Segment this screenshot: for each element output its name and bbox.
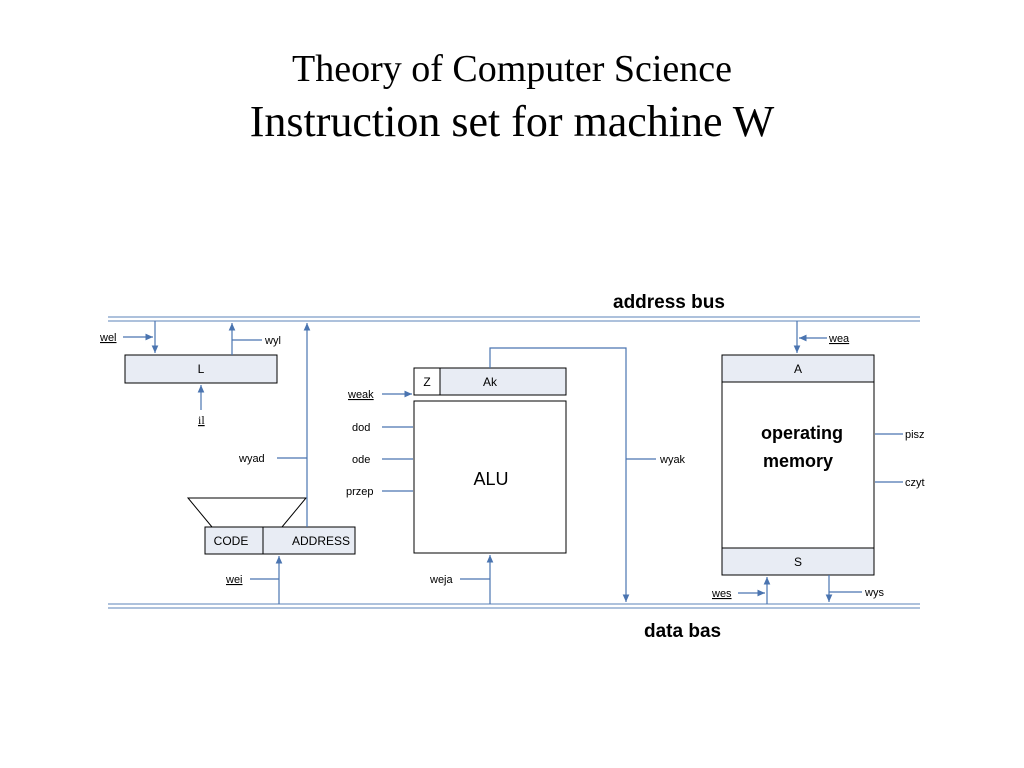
- wyl-label: wyl: [264, 335, 281, 347]
- memory-label-line2: memory: [763, 451, 833, 471]
- il-label: il: [198, 413, 205, 427]
- accumulator-label: Ak: [483, 375, 498, 389]
- title-block: Theory of Computer Science Instruction s…: [0, 44, 1024, 150]
- wyad-label: wyad: [238, 453, 265, 465]
- weja-label: weja: [429, 574, 454, 586]
- memory-label-line1: operating: [761, 423, 843, 443]
- register-l-label: L: [198, 362, 205, 376]
- wys-label: wys: [864, 587, 884, 599]
- wel-label: wel: [99, 332, 117, 344]
- address-bus: [108, 316, 920, 322]
- weak-label: weak: [347, 389, 374, 401]
- dod-label: dod: [352, 422, 370, 434]
- data-bus: [108, 603, 920, 609]
- address-field-label: ADDRESS: [292, 534, 350, 548]
- operating-memory: [721, 354, 875, 576]
- slide-subtitle: Instruction set for machine W: [249, 97, 775, 146]
- zero-flag-label: Z: [423, 375, 430, 389]
- wes-label: wes: [711, 588, 732, 600]
- register-a: [721, 354, 875, 383]
- ode-label: ode: [352, 454, 370, 466]
- code-field-label: CODE: [214, 534, 249, 548]
- register-a-label: A: [794, 362, 802, 376]
- register-s-label: S: [794, 555, 802, 569]
- wyak-label: wyak: [659, 454, 686, 466]
- przep-label: przep: [346, 486, 374, 498]
- wei-label: wei: [225, 574, 243, 586]
- data-bus-label: data bas: [644, 621, 721, 642]
- register-s: [721, 547, 875, 576]
- wyak-line: [489, 347, 630, 602]
- alu: [413, 400, 567, 554]
- instruction-register: [204, 526, 356, 555]
- czyt-label: czyt: [905, 477, 925, 489]
- address-bus-label: address bus: [613, 292, 725, 313]
- wea-label: wea: [828, 333, 850, 345]
- slide-title: Theory of Computer Science: [291, 48, 733, 90]
- instruction-hopper: [186, 497, 308, 528]
- zero-flag: [413, 367, 441, 396]
- alu-label: ALU: [473, 469, 508, 489]
- register-l: [124, 354, 278, 384]
- pisz-label: pisz: [905, 429, 925, 441]
